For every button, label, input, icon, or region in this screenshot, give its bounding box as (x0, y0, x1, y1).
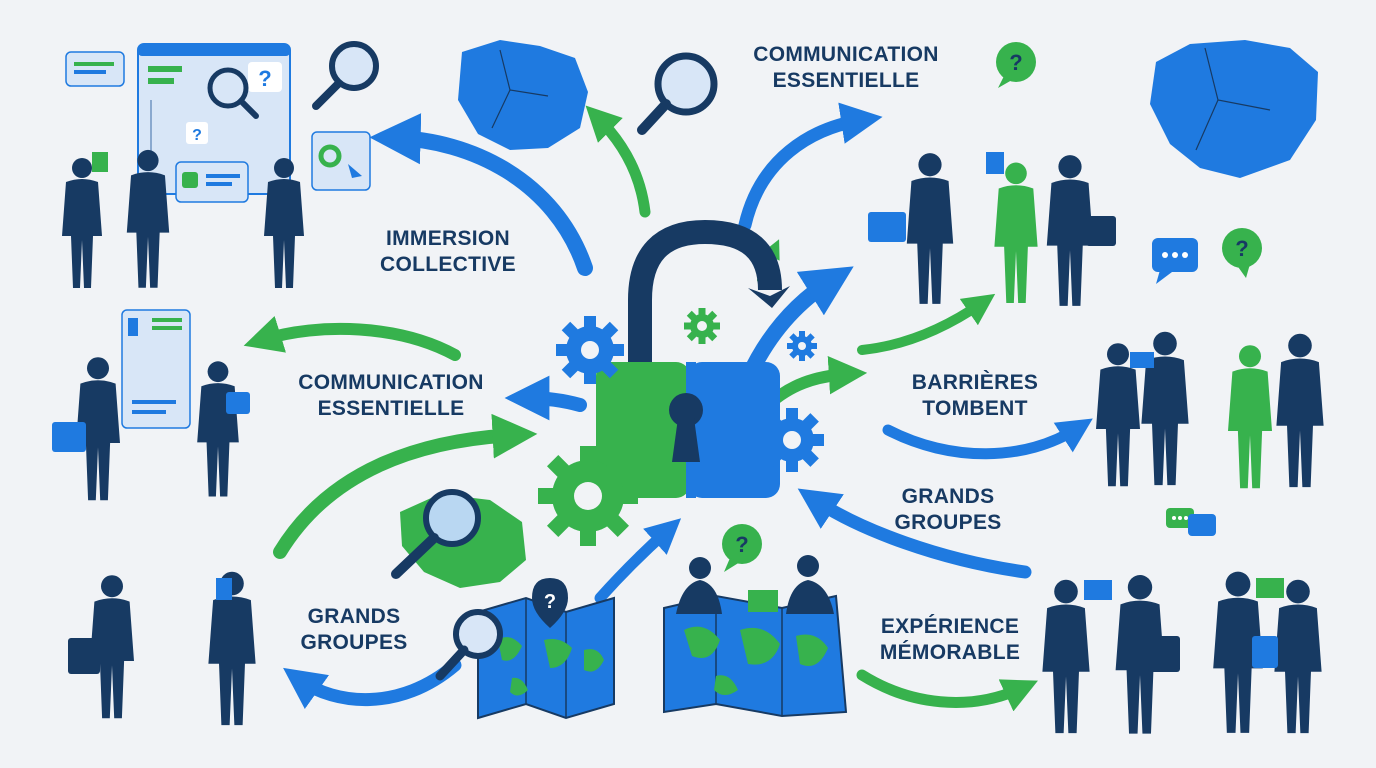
region-map-icon (1150, 40, 1318, 178)
svg-text:?: ? (258, 66, 271, 91)
business-people-icon (68, 571, 256, 726)
chat-bubble-icon (1152, 238, 1198, 284)
svg-text:?: ? (735, 532, 748, 557)
label-top-communication: COMMUNICATION ESSENTIELLE (735, 42, 957, 94)
label-line: GROUPES (894, 511, 1002, 534)
arrow-experience (856, 669, 1038, 712)
question-bubble-icon: ? (722, 524, 762, 572)
svg-text:?: ? (544, 591, 556, 613)
magnifying-glass-icon (435, 609, 503, 681)
question-bubble-icon: ? (1222, 228, 1262, 278)
arrow-from-grands-right (797, 488, 1032, 579)
label-line: BARRIÈRES (911, 371, 1039, 394)
region-map-icon (458, 40, 588, 150)
arrow-to-top-communication (738, 102, 883, 232)
arrow-green-upper-right (857, 293, 996, 355)
label-grands-groupes-right: GRANDS GROUPES (880, 484, 1016, 536)
label-line: MÉMORABLE (879, 641, 1021, 664)
label-immersion-collective: IMMERSION COLLECTIVE (362, 226, 534, 278)
label-grands-groupes-left: GRANDS GROUPES (286, 604, 422, 656)
svg-text:?: ? (1235, 236, 1248, 261)
business-people-icon (676, 555, 834, 614)
label-left-communication: COMMUNICATION ESSENTIELLE (278, 370, 504, 422)
arrow-left-mid (504, 375, 587, 421)
label-line: EXPÉRIENCE (880, 615, 1020, 638)
business-people-icon (868, 152, 1116, 306)
business-people-icon (1096, 331, 1324, 489)
business-people-icon (62, 149, 304, 288)
svg-text:?: ? (192, 127, 202, 144)
business-people-icon (1042, 571, 1322, 734)
business-people-icon (52, 357, 250, 501)
label-line: COLLECTIVE (379, 253, 516, 276)
screen-panels (121, 309, 191, 429)
label-line: GRANDS (901, 485, 995, 508)
arrow-to-right-group (882, 418, 1093, 460)
world-map-icon (663, 594, 848, 718)
chat-bubble-icon (1166, 508, 1216, 536)
arrow-to-left-communication (243, 315, 461, 361)
question-bubble-icon: ? (996, 42, 1036, 88)
magnifying-glass-icon (637, 52, 718, 135)
magnifying-glass-icon (391, 489, 481, 579)
arrow-to-top-magnifier (585, 105, 651, 218)
arrow-from-left-to-center (273, 413, 538, 559)
arrow-to-immersion (369, 113, 593, 276)
arrow-map-to-center (594, 518, 682, 604)
magnifying-glass-icon (312, 41, 379, 110)
label-line: GROUPES (300, 631, 408, 654)
question-bubble-icon: ? (532, 578, 568, 628)
world-map-icon (477, 596, 615, 720)
screen-panels: ? ? (65, 43, 371, 203)
flow-arrows (243, 102, 1093, 712)
label-line: IMMERSION (385, 227, 511, 250)
gear-icon (538, 308, 824, 546)
unlocked-padlock-icon (596, 219, 790, 498)
arrow-to-grands-left (283, 658, 462, 710)
svg-text:?: ? (1009, 50, 1022, 75)
label-line: ESSENTIELLE (317, 397, 465, 420)
label-line: ESSENTIELLE (772, 69, 920, 92)
label-barrieres-tombent: BARRIÈRES TOMBENT (890, 370, 1060, 422)
label-line: COMMUNICATION (298, 371, 484, 394)
magnifying-glass-icon (207, 67, 259, 119)
label-line: TOMBENT (922, 397, 1028, 420)
label-line: COMMUNICATION (753, 43, 939, 66)
label-line: GRANDS (307, 605, 401, 628)
label-experience-memorable: EXPÉRIENCE MÉMORABLE (862, 614, 1038, 666)
